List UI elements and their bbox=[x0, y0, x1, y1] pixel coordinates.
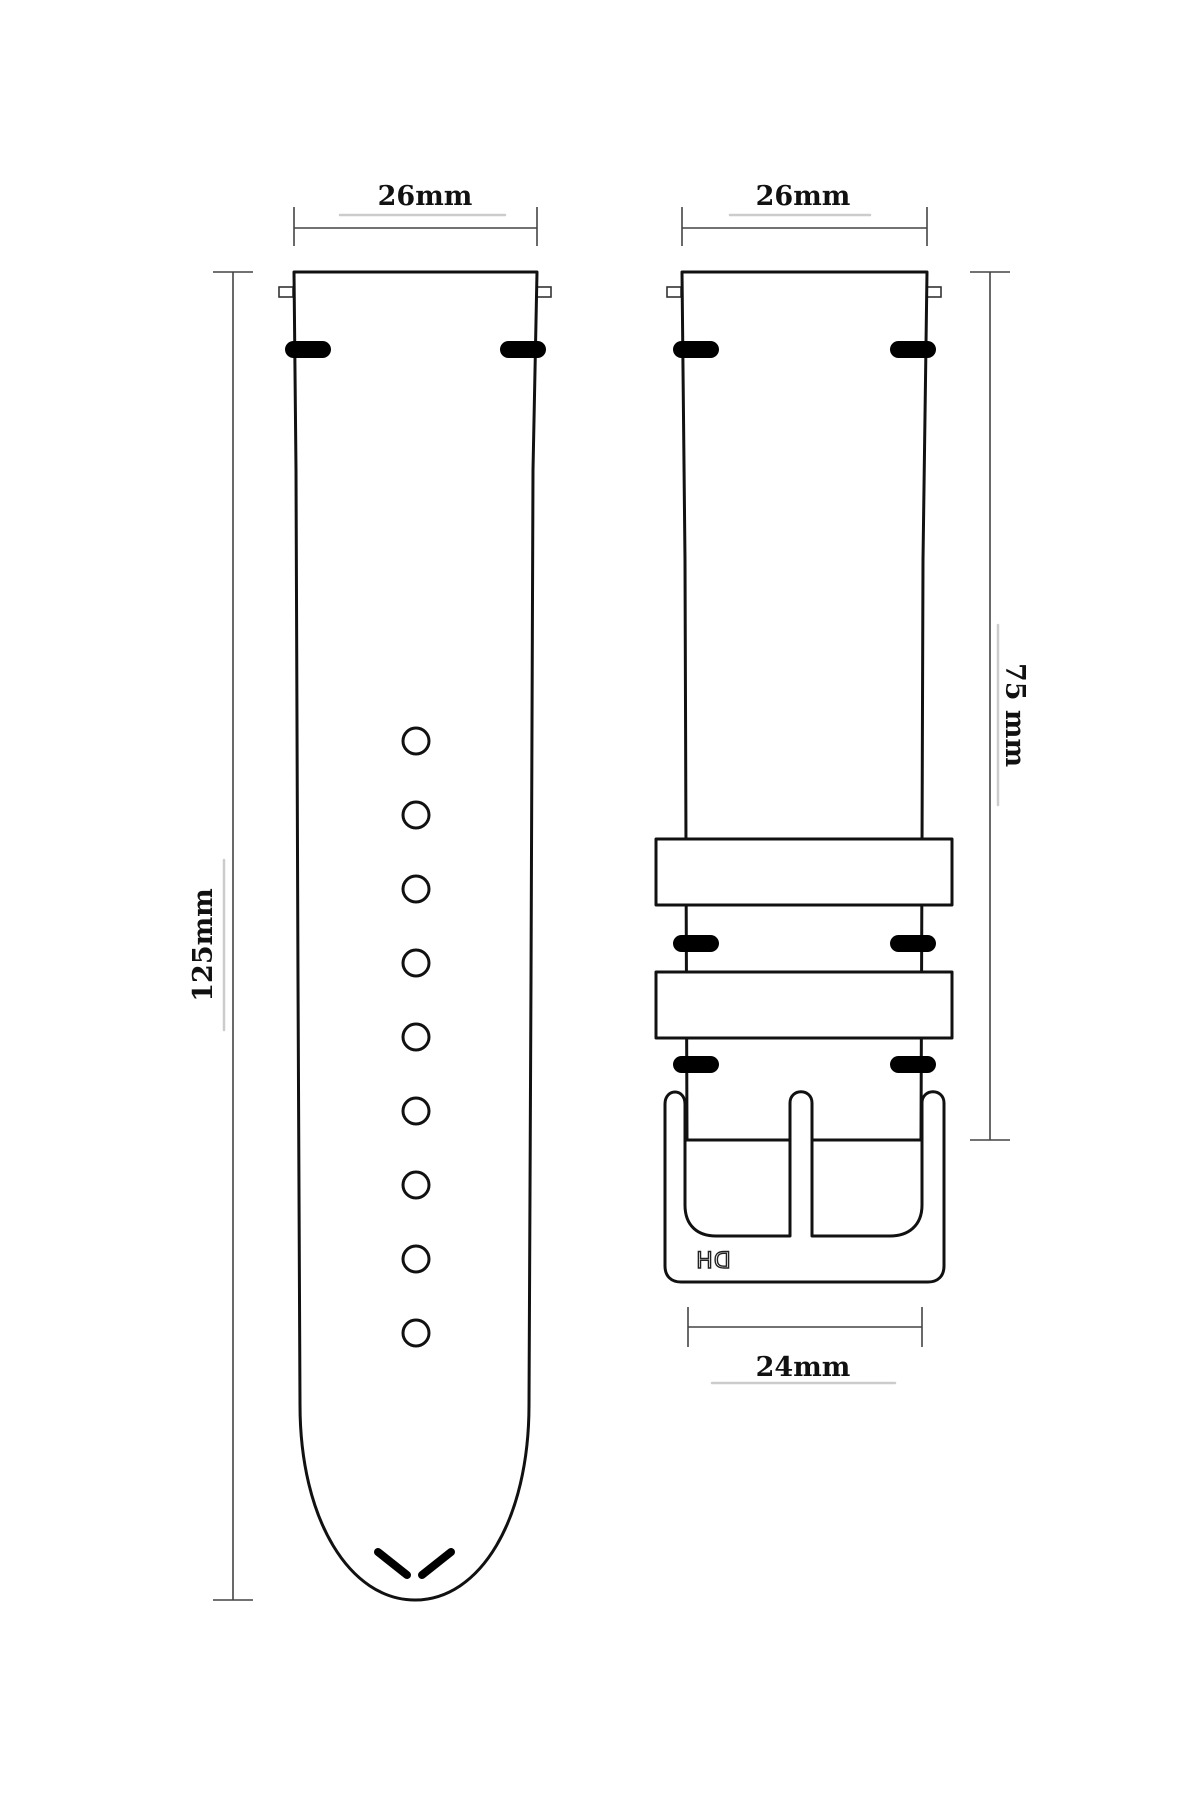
long-strap bbox=[278, 270, 552, 1602]
strap-hole bbox=[401, 1318, 431, 1348]
spring-bar-pin-left bbox=[278, 286, 294, 298]
strap-hole bbox=[401, 874, 431, 904]
strap-hole bbox=[401, 726, 431, 756]
strap-keeper-lower bbox=[654, 970, 954, 1040]
stitch-mark bbox=[673, 935, 719, 952]
buckle: DH bbox=[663, 1090, 946, 1284]
spring-bar-pin-right bbox=[926, 286, 942, 298]
strap-hole bbox=[401, 1170, 431, 1200]
buckle-strap-length-label: 75 mm bbox=[999, 663, 1030, 767]
stitch-mark bbox=[890, 1056, 936, 1073]
long-strap-outline bbox=[292, 270, 539, 1602]
buckle-frame bbox=[663, 1090, 946, 1284]
buckle-strap-width-label: 26mm bbox=[756, 181, 851, 212]
strap-hole bbox=[401, 1096, 431, 1126]
strap-holes bbox=[401, 726, 431, 1348]
buckle-strap bbox=[654, 270, 954, 1142]
strap-hole bbox=[401, 800, 431, 830]
buckle-width-dimension: 24mm bbox=[687, 1307, 923, 1385]
stitch-mark bbox=[500, 341, 546, 358]
strap-hole bbox=[401, 1022, 431, 1052]
buckle-strap-width-dimension: 26mm bbox=[681, 181, 928, 246]
stitch-mark bbox=[890, 341, 936, 358]
long-strap-length-label: 125mm bbox=[188, 888, 219, 1002]
spring-bar-pin-right bbox=[536, 286, 552, 298]
stitch-mark bbox=[673, 341, 719, 358]
strap-hole bbox=[401, 948, 431, 978]
stitch-mark bbox=[285, 341, 331, 358]
buckle-width-label: 24mm bbox=[756, 1352, 851, 1383]
long-strap-length-dimension: 125mm bbox=[188, 271, 253, 1601]
tip-notch-mark bbox=[374, 1548, 411, 1579]
tip-notch-mark bbox=[418, 1548, 455, 1579]
spring-bar-pin-left bbox=[666, 286, 682, 298]
strap-hole bbox=[401, 1244, 431, 1274]
long-strap-width-dimension: 26mm bbox=[293, 181, 538, 246]
strap-keeper-upper bbox=[654, 837, 954, 907]
stitch-mark bbox=[890, 935, 936, 952]
stitch-mark bbox=[673, 1056, 719, 1073]
long-strap-width-label: 26mm bbox=[378, 181, 473, 212]
buckle-logo: DH bbox=[695, 1249, 730, 1274]
buckle-strap-length-dimension: 75 mm bbox=[970, 271, 1030, 1141]
